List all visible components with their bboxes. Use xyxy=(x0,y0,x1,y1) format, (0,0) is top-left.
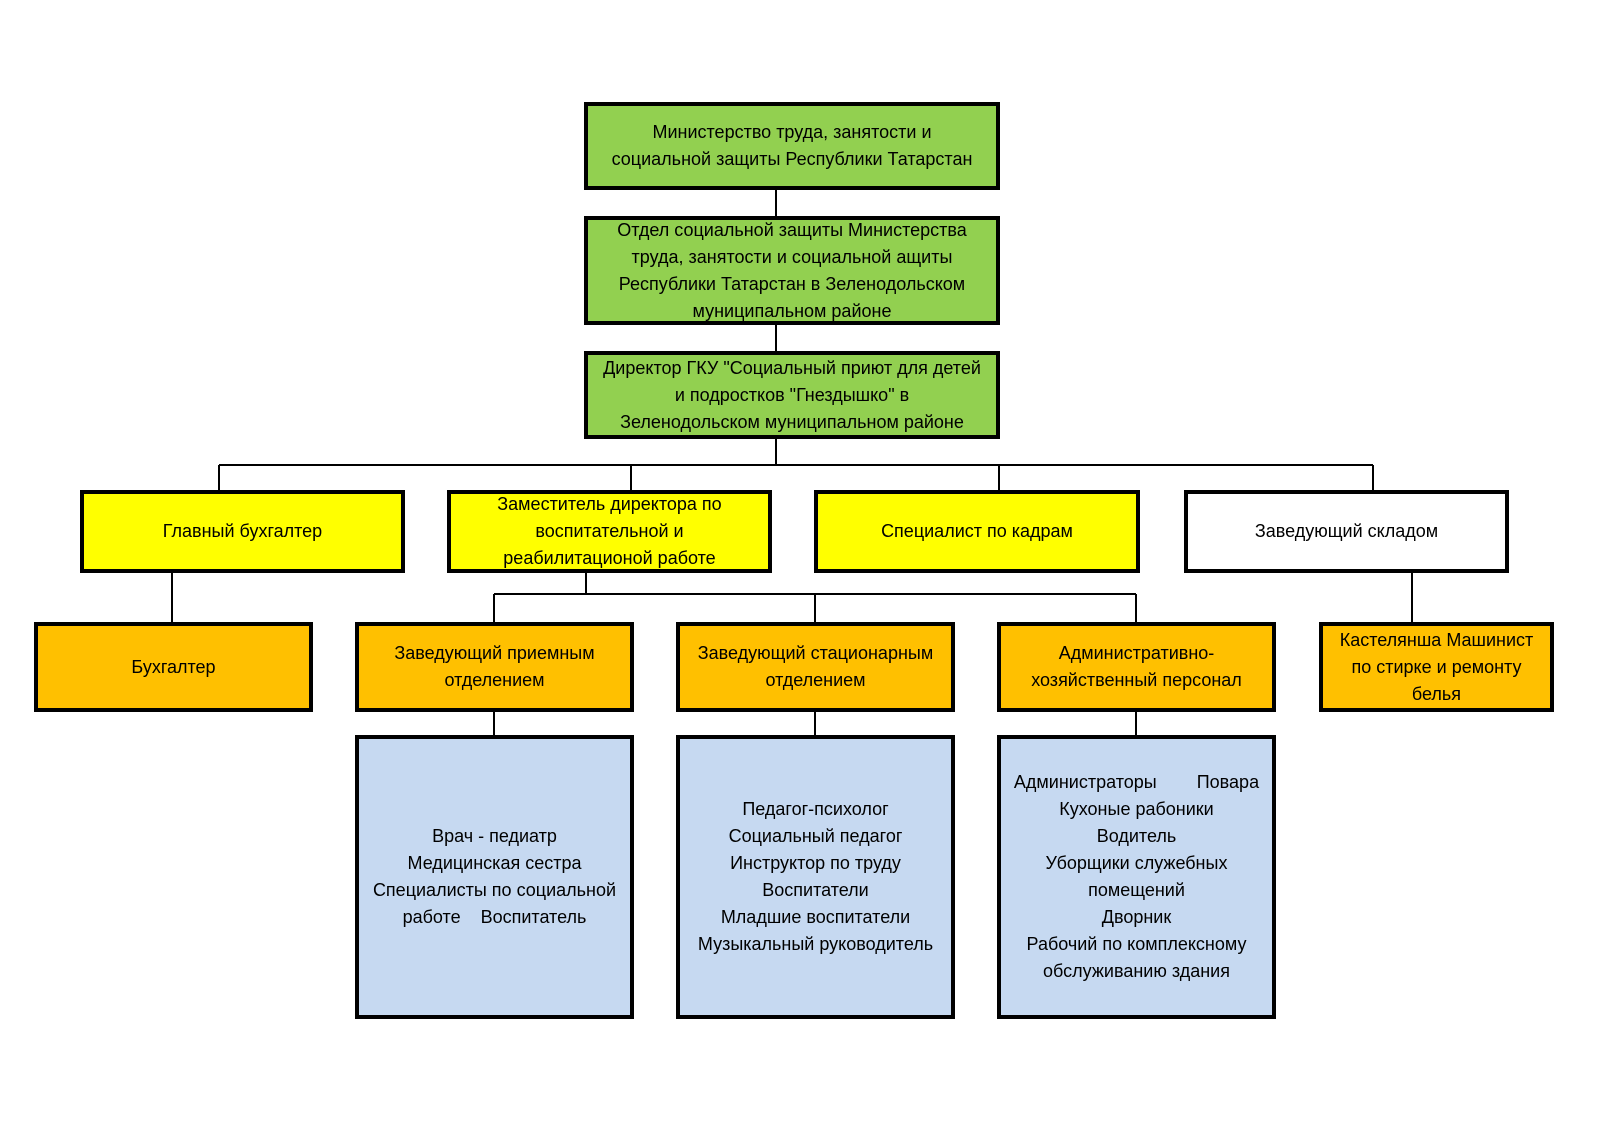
admin-staff-label: Административно- хозяйственный персонал xyxy=(1031,643,1242,690)
accountant-box: Бухгалтер xyxy=(34,622,313,712)
linen-staff-label: Кастелянша Машинист по стирке и ремонту … xyxy=(1339,629,1534,704)
ministry-box: Министерство труда, занятости и социальн… xyxy=(584,102,1000,190)
warehouse-head-label: Заведующий складом xyxy=(1254,521,1439,541)
director-box: Директор ГКУ "Социальный приют для детей… xyxy=(584,351,1000,439)
deputy-director-label: Заместитель директора по воспитательной … xyxy=(497,494,722,568)
reception-staff-box: Врач - педиатр Медицинская сестра Специа… xyxy=(355,735,634,1019)
department-label: Отдел социальной защиты Министерства тру… xyxy=(617,219,967,321)
inpatient-staff-list: Педагог-психолог Социальный педагог Инст… xyxy=(697,799,934,954)
inpatient-staff-box: Педагог-психолог Социальный педагог Инст… xyxy=(676,735,955,1019)
inpatient-head-box: Заведующий стационарным отделением xyxy=(676,622,955,712)
admin-staff-box: Административно- хозяйственный персонал xyxy=(997,622,1276,712)
hr-specialist-box: Специалист по кадрам xyxy=(814,490,1140,573)
director-label: Директор ГКУ "Социальный приют для детей… xyxy=(603,357,981,432)
inpatient-head-label: Заведующий стационарным отделением xyxy=(697,643,934,690)
reception-head-box: Заведующий приемным отделением xyxy=(355,622,634,712)
reception-head-label: Заведующий приемным отделением xyxy=(394,643,595,690)
deputy-director-box: Заместитель директора по воспитательной … xyxy=(447,490,772,573)
linen-staff-box: Кастелянша Машинист по стирке и ремонту … xyxy=(1319,622,1554,712)
hr-specialist-label: Специалист по кадрам xyxy=(881,521,1073,541)
chief-accountant-label: Главный бухгалтер xyxy=(162,521,323,541)
reception-staff-list: Врач - педиатр Медицинская сестра Специа… xyxy=(372,826,617,927)
accountant-label: Бухгалтер xyxy=(131,656,216,677)
admin-staff-list: Администраторы Повара Кухоные рабоники В… xyxy=(1013,772,1260,981)
warehouse-head-box: Заведующий складом xyxy=(1184,490,1509,573)
admin-staff-list-box: Администраторы Повара Кухоные рабоники В… xyxy=(997,735,1276,1019)
department-box: Отдел социальной защиты Министерства тру… xyxy=(584,216,1000,325)
ministry-label: Министерство труда, занятости и социальн… xyxy=(611,122,973,169)
chief-accountant-box: Главный бухгалтер xyxy=(80,490,405,573)
